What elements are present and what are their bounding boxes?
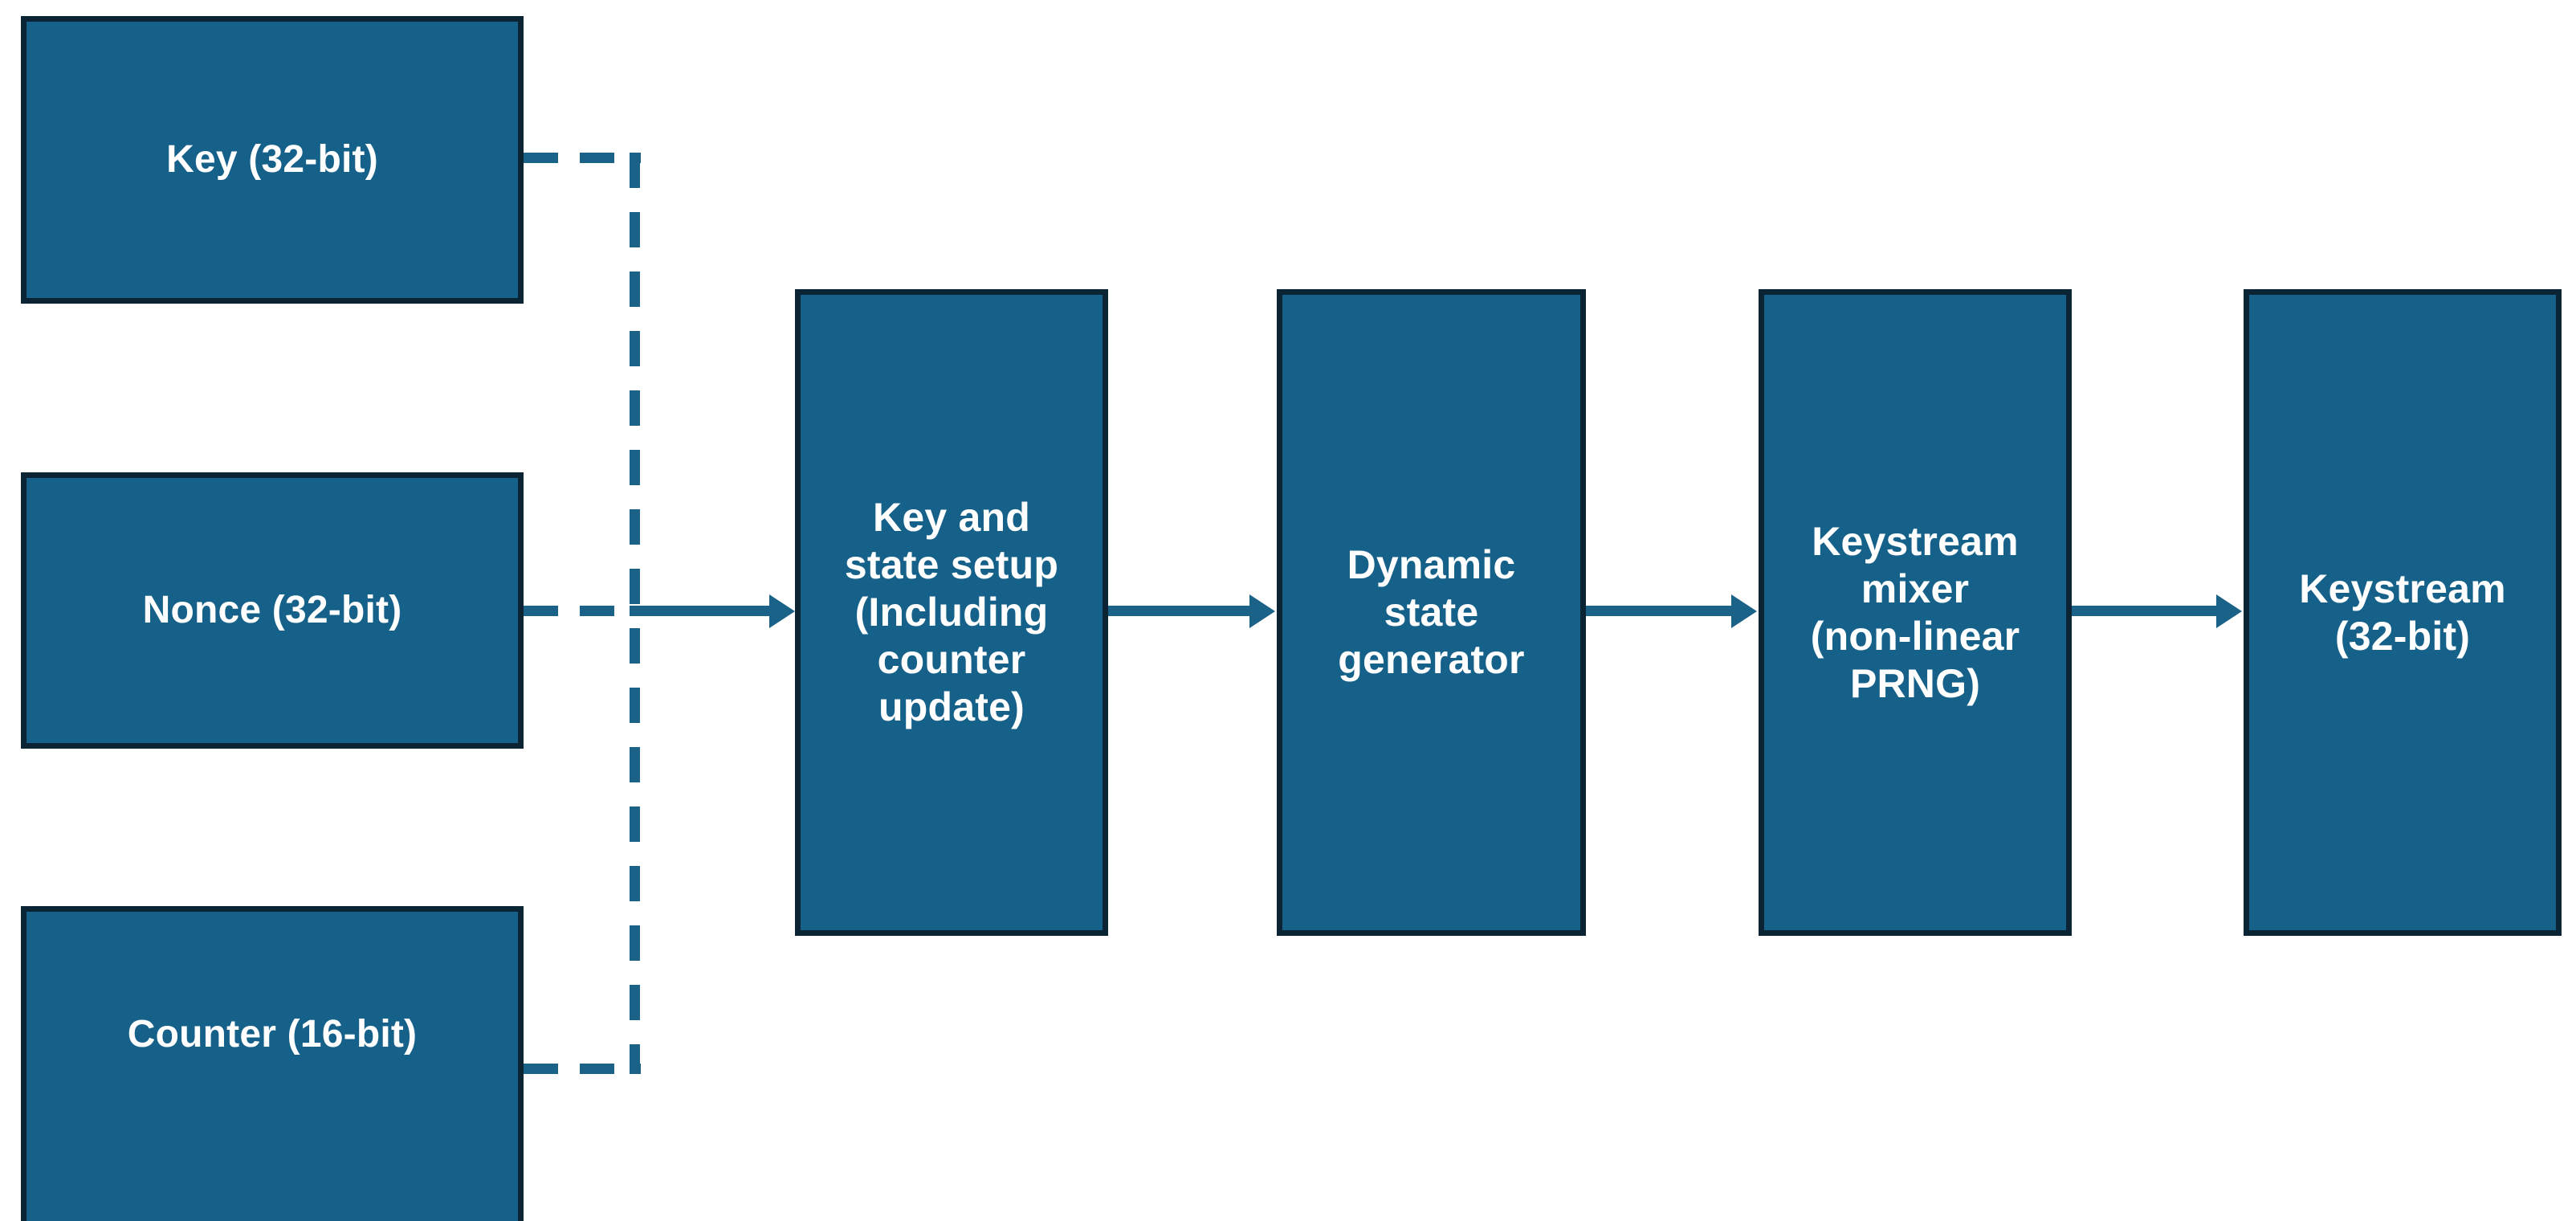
block-key-label: Key (32-bit) [166, 137, 378, 181]
connector-mixer-to-keystream [2072, 606, 2218, 616]
block-key-and-state-setup[interactable]: Key and state setup (Including counter u… [795, 289, 1108, 936]
block-keystream-mixer-label: Keystream mixer (non-linear PRNG) [1810, 518, 2020, 706]
block-keystream-mixer[interactable]: Keystream mixer (non-linear PRNG) [1759, 289, 2072, 936]
block-counter[interactable]: Counter (16-bit) [21, 906, 524, 1221]
block-keystream-output-label: Keystream (32-bit) [2299, 566, 2506, 659]
block-dynamic-state-generator[interactable]: Dynamic state generator [1277, 289, 1586, 936]
block-dynamic-state-generator-label: Dynamic state generator [1338, 542, 1525, 682]
connector-bus-to-setup [630, 606, 771, 616]
block-key-and-state-setup-label: Key and state setup (Including counter u… [844, 495, 1059, 729]
connector-dynamic-to-mixer [1586, 606, 1733, 616]
connector-setup-to-dynamic [1108, 606, 1251, 616]
block-nonce-label: Nonce (32-bit) [142, 588, 402, 631]
block-key[interactable]: Key (32-bit) [21, 16, 524, 304]
block-counter-label: Counter (16-bit) [127, 1012, 418, 1056]
block-nonce[interactable]: Nonce (32-bit) [21, 472, 524, 749]
block-keystream-output[interactable]: Keystream (32-bit) [2244, 289, 2562, 936]
connector-key-to-bus [524, 153, 641, 163]
connector-counter-to-bus [524, 1064, 641, 1074]
connector-nonce-to-bus [524, 606, 641, 616]
